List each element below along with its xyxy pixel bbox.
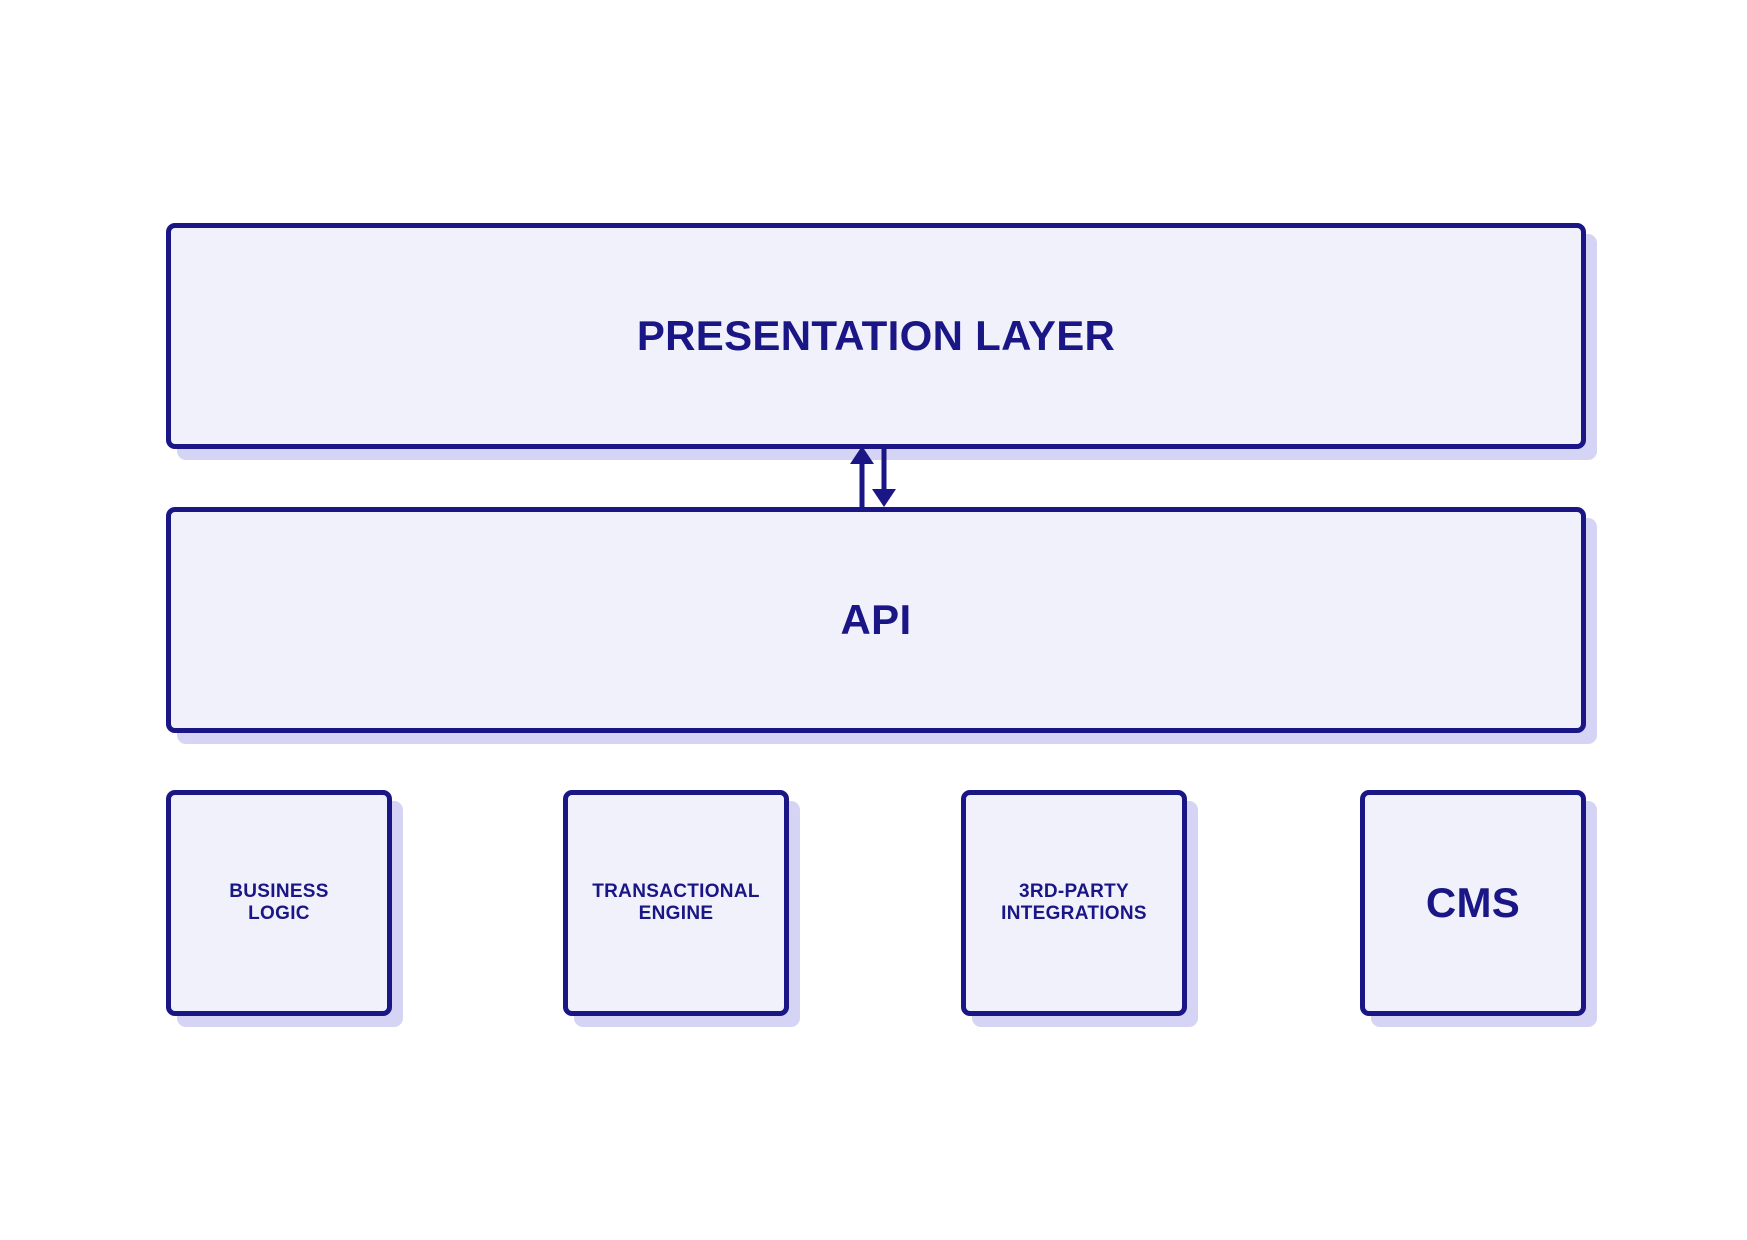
business-logic-label: BUSINESS LOGIC [229, 881, 329, 924]
transactional-engine-label: TRANSACTIONAL ENGINE [592, 881, 760, 924]
presentation-layer-box: PRESENTATION LAYER [166, 223, 1586, 449]
api-layer-label: API [840, 596, 912, 643]
api-layer-box: API [166, 507, 1586, 733]
cms-label: CMS [1425, 879, 1521, 926]
transactional-engine-box: TRANSACTIONAL ENGINE [563, 790, 789, 1016]
arrow-up-api-to-presentation [850, 446, 874, 507]
third-party-integrations-label: 3RD-PARTY INTEGRATIONS [1001, 881, 1147, 924]
third-party-integrations-box: 3RD-PARTY INTEGRATIONS [961, 790, 1187, 1016]
cms-box: CMS [1360, 790, 1586, 1016]
business-logic-box: BUSINESS LOGIC [166, 790, 392, 1016]
presentation-layer-label: PRESENTATION LAYER [636, 312, 1116, 359]
arrow-down-presentation-to-api [872, 449, 896, 507]
